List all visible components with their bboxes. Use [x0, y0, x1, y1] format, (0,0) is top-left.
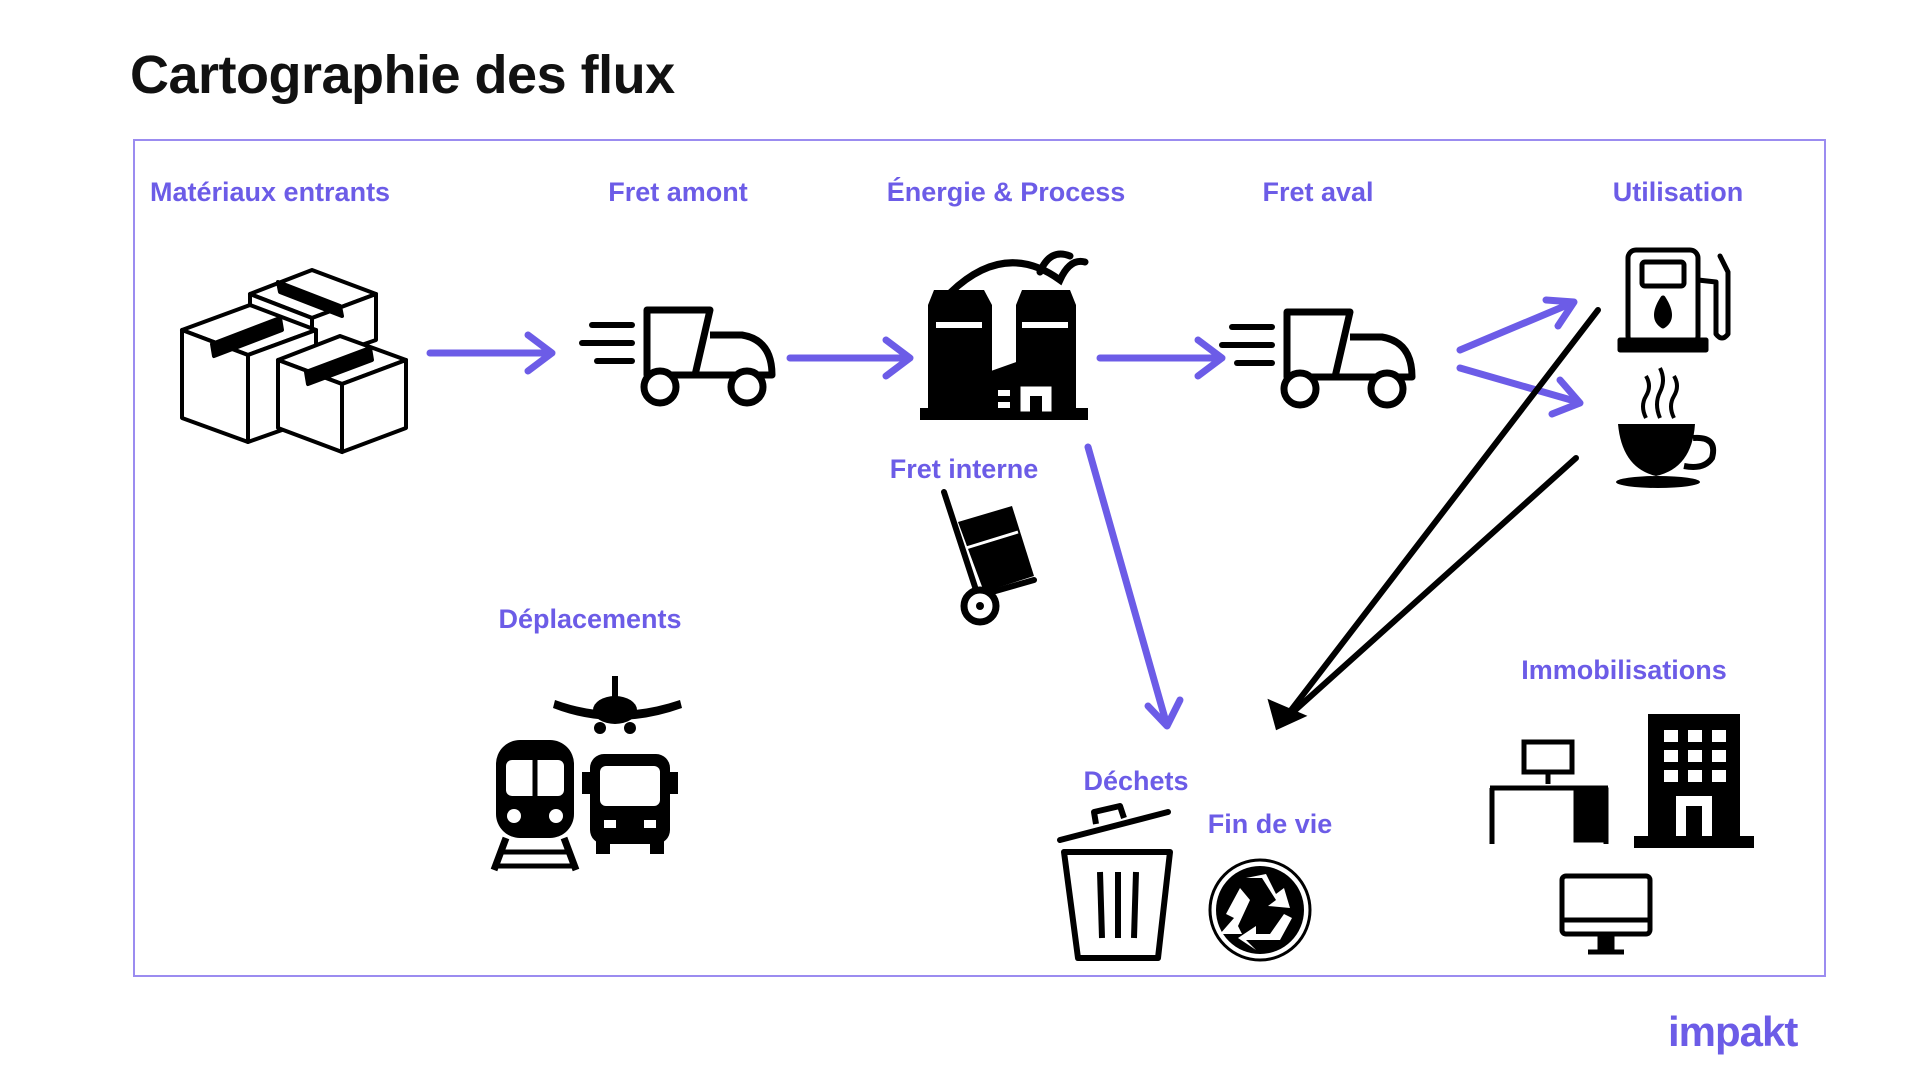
coffee-cup-icon — [1616, 367, 1717, 488]
label-utilisation: Utilisation — [1612, 177, 1744, 207]
desk-icon — [1489, 739, 1609, 844]
label-dechets: Déchets — [1083, 766, 1189, 796]
delivery-truck-icon-amont — [582, 310, 772, 403]
page-title: Cartographie des flux — [130, 45, 675, 105]
monitor-icon — [1559, 873, 1653, 955]
arrow-energie-to-dechets — [1084, 443, 1170, 726]
label-fin-de-vie: Fin de vie — [1207, 809, 1333, 839]
train-icon — [490, 740, 580, 872]
flow-arrows — [426, 296, 1584, 730]
label-fret-amont: Fret amont — [608, 177, 748, 207]
trash-bin-icon — [1057, 803, 1173, 961]
airplane-icon — [553, 676, 682, 734]
bus-icon — [582, 754, 678, 854]
arrow-fuel-to-dechets — [1279, 307, 1601, 725]
arrow-coffee-to-dechets — [1279, 455, 1579, 725]
end-of-life-arrows — [1267, 307, 1601, 731]
brand-logo: impakt — [1668, 1008, 1798, 1055]
label-fret-aval: Fret aval — [1262, 177, 1374, 207]
recycle-icon — [1208, 858, 1312, 962]
label-materiaux: Matériaux entrants — [150, 177, 391, 207]
arrow-fret-aval-to-fuel — [1456, 299, 1576, 354]
label-energie: Énergie & Process — [886, 177, 1126, 207]
building-icon — [1634, 714, 1754, 848]
delivery-truck-icon-aval — [1222, 312, 1412, 405]
factory-icon — [920, 250, 1089, 420]
diagram-frame — [133, 139, 1826, 977]
hand-truck-icon — [941, 489, 1037, 626]
label-deplacements: Déplacements — [498, 604, 682, 634]
fuel-pump-icon — [1617, 247, 1731, 353]
label-fret-interne: Fret interne — [889, 454, 1039, 484]
arrow-fret-aval-to-coffee — [1456, 364, 1582, 406]
boxes-icon — [180, 268, 408, 454]
label-immobilisations: Immobilisations — [1521, 655, 1727, 685]
